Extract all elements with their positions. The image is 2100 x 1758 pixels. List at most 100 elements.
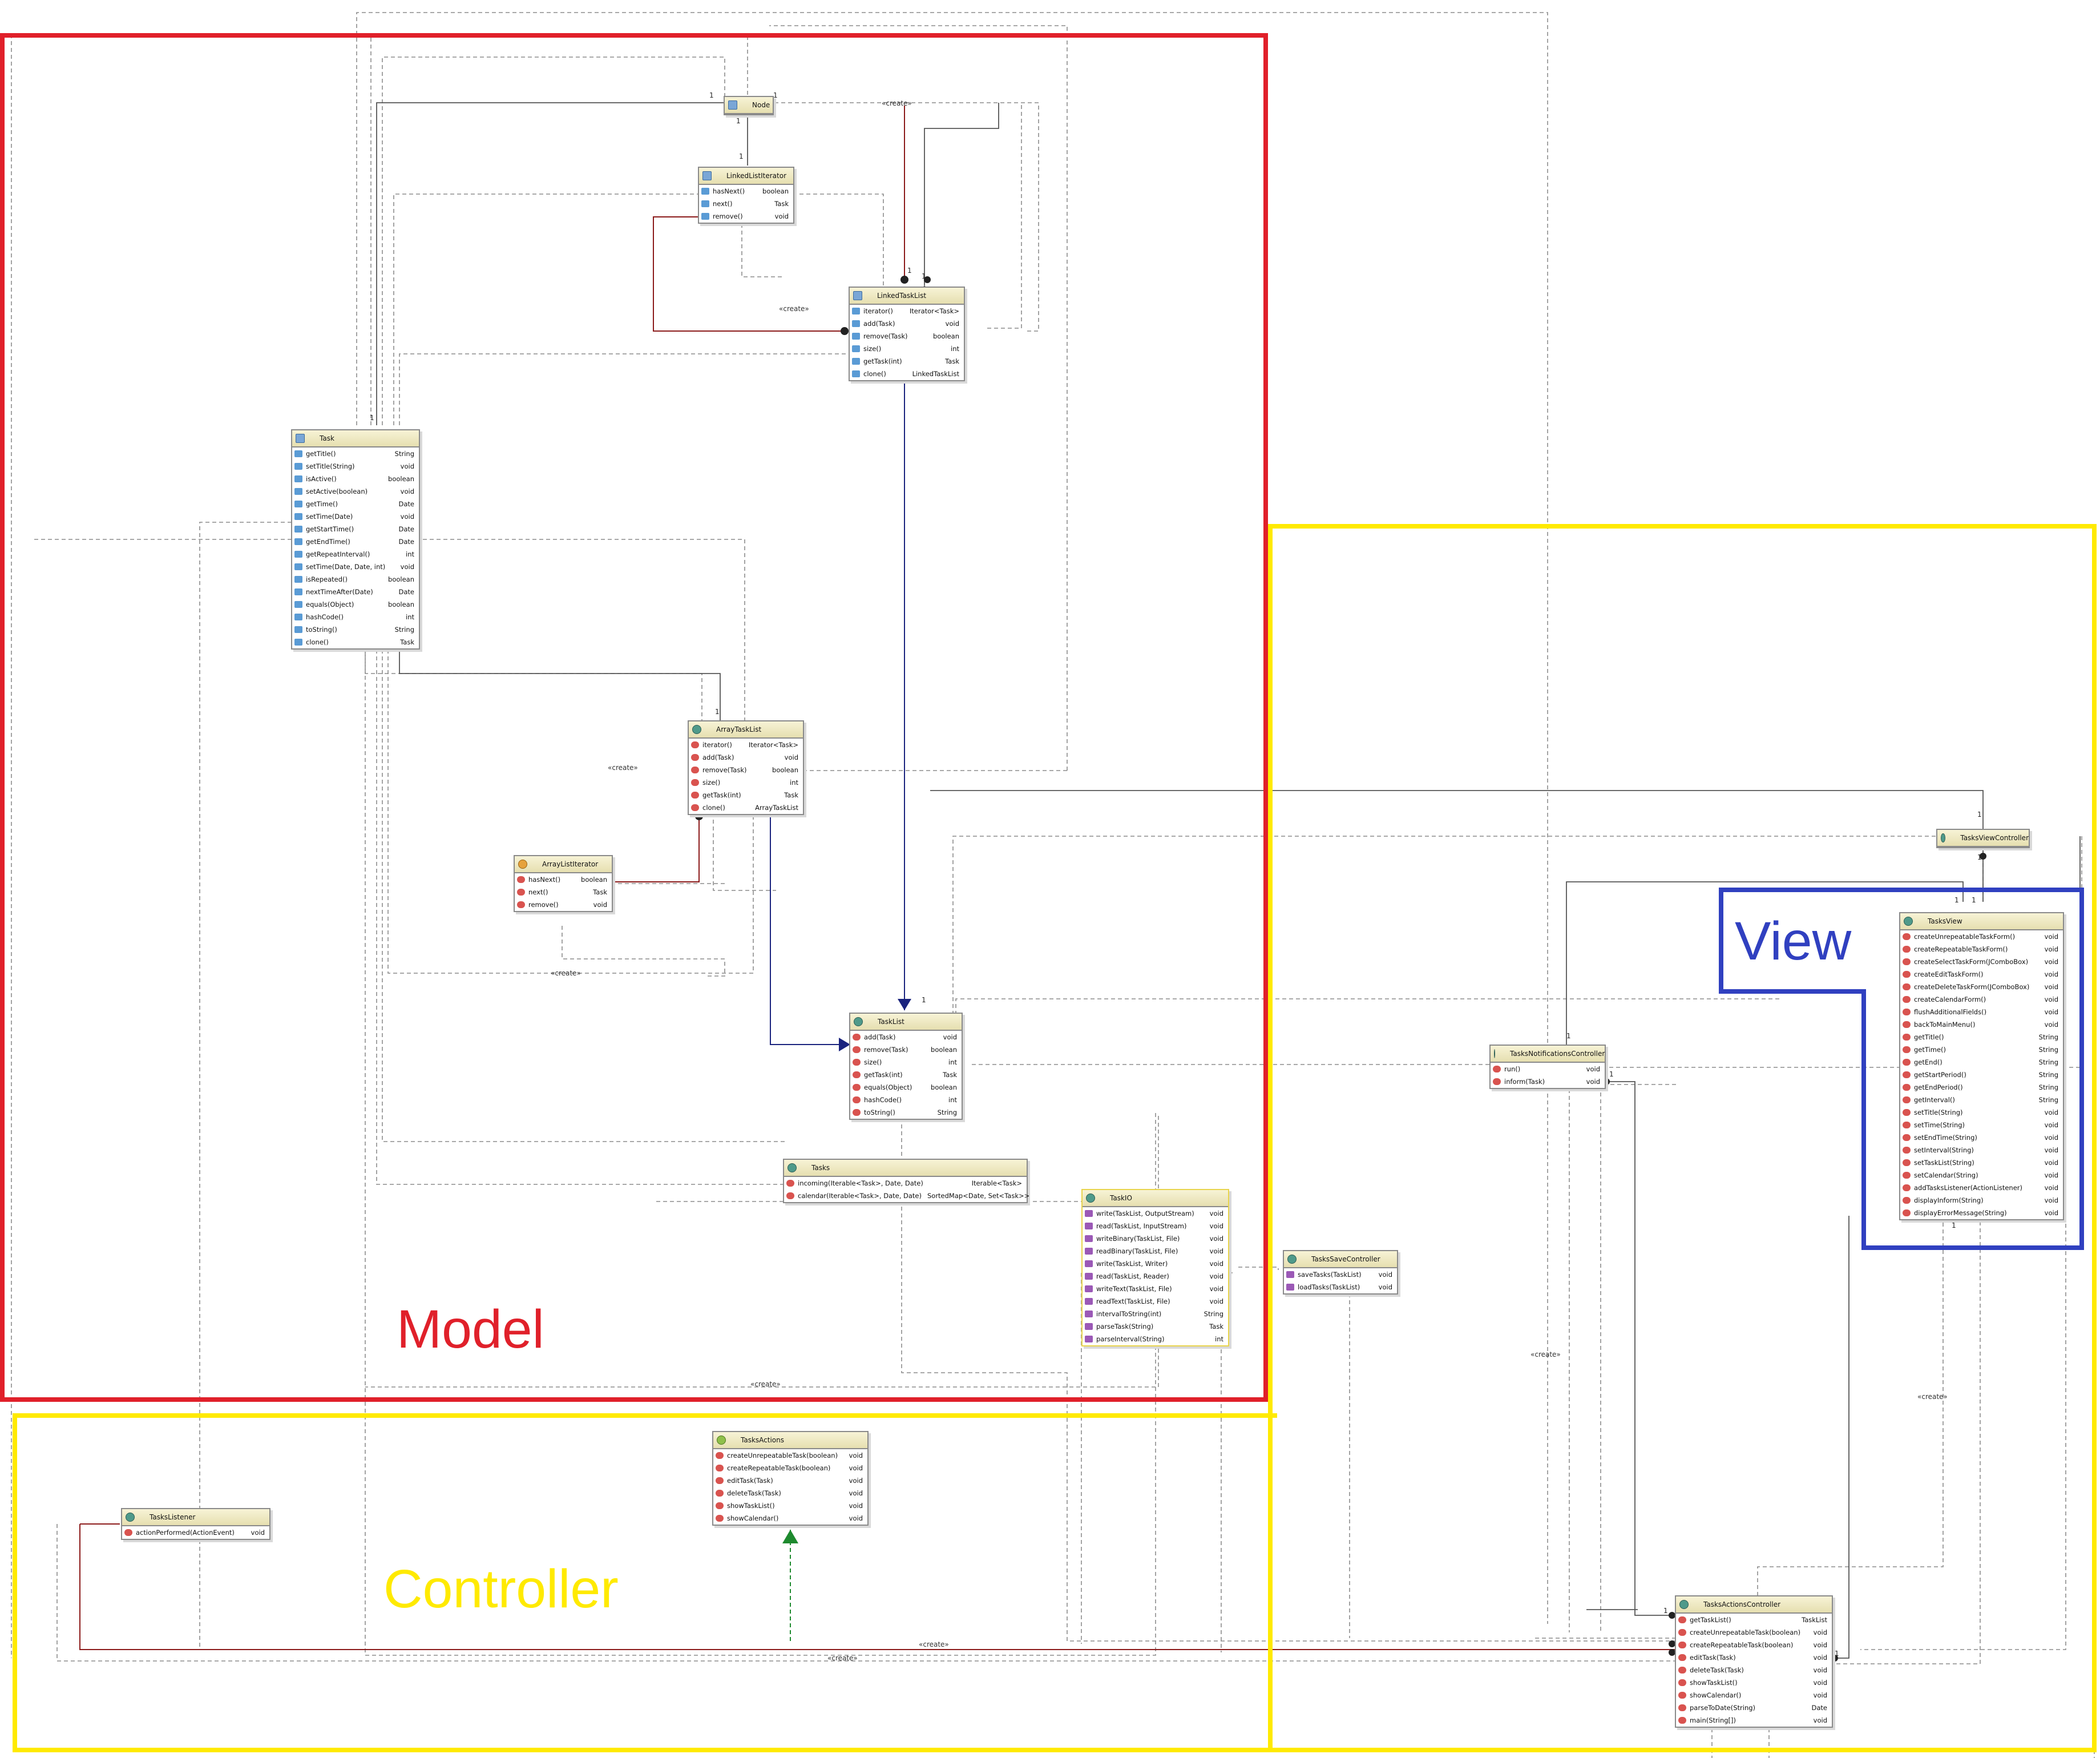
method-row[interactable]: deleteTask(Task)void xyxy=(713,1487,867,1499)
method-row[interactable]: remove()void xyxy=(515,898,612,911)
method-row[interactable]: getTask(int)Task xyxy=(850,355,964,368)
method-row[interactable]: write(TaskList, Writer)void xyxy=(1083,1257,1228,1270)
method-row[interactable]: add(Task)void xyxy=(689,751,803,764)
method-row[interactable]: hashCode()int xyxy=(292,611,419,623)
method-row[interactable]: size()int xyxy=(850,1056,962,1068)
method-row[interactable]: isRepeated()boolean xyxy=(292,573,419,586)
method-row[interactable]: setTime(Date)void xyxy=(292,510,419,523)
method-row[interactable]: add(Task)void xyxy=(850,317,964,330)
method-row[interactable]: inform(Task)void xyxy=(1491,1075,1605,1088)
method-row[interactable]: editTask(Task)void xyxy=(713,1474,867,1487)
method-row[interactable]: add(Task)void xyxy=(850,1031,962,1043)
method-row[interactable]: deleteTask(Task)void xyxy=(1676,1664,1832,1676)
method-row[interactable]: createUnrepeatableTaskForm()void xyxy=(1900,930,2063,943)
method-row[interactable]: editTask(Task)void xyxy=(1676,1651,1832,1664)
method-row[interactable]: getTitle()String xyxy=(292,447,419,460)
method-row[interactable]: incoming(Iterable<Task>, Date, Date)Iter… xyxy=(784,1177,1027,1190)
method-row[interactable]: getTaskList()TaskList xyxy=(1676,1614,1832,1626)
method-row[interactable]: createCalendarForm()void xyxy=(1900,993,2063,1006)
method-row[interactable]: getEndPeriod()String xyxy=(1900,1081,2063,1094)
method-row[interactable]: getTime()String xyxy=(1900,1043,2063,1056)
method-row[interactable]: getRepeatInterval()int xyxy=(292,548,419,561)
method-row[interactable]: equals(Object)boolean xyxy=(850,1081,962,1094)
method-row[interactable]: hasNext()boolean xyxy=(699,185,793,197)
method-row[interactable]: clone()Task xyxy=(292,636,419,648)
method-row[interactable]: parseTask(String)Task xyxy=(1083,1320,1228,1333)
method-row[interactable]: run()void xyxy=(1491,1063,1605,1075)
method-row[interactable]: getTask(int)Task xyxy=(689,789,803,801)
method-row[interactable]: intervalToString(int)String xyxy=(1083,1308,1228,1320)
method-row[interactable]: actionPerformed(ActionEvent)void xyxy=(122,1526,269,1539)
method-row[interactable]: setActive(boolean)void xyxy=(292,485,419,498)
class-node[interactable]: Node xyxy=(724,96,774,115)
method-row[interactable]: createUnrepeatableTask(boolean)void xyxy=(1676,1626,1832,1639)
method-row[interactable]: getTime()Date xyxy=(292,498,419,510)
method-row[interactable]: equals(Object)boolean xyxy=(292,598,419,611)
method-row[interactable]: addTasksListener(ActionListener)void xyxy=(1900,1182,2063,1194)
method-row[interactable]: remove(Task)boolean xyxy=(850,330,964,342)
method-row[interactable]: main(String[])void xyxy=(1676,1714,1832,1727)
method-row[interactable]: createEditTaskForm()void xyxy=(1900,968,2063,981)
method-row[interactable]: remove(Task)boolean xyxy=(850,1043,962,1056)
method-row[interactable]: remove(Task)boolean xyxy=(689,764,803,776)
method-row[interactable]: setTime(Date, Date, int)void xyxy=(292,561,419,573)
method-row[interactable]: hasNext()boolean xyxy=(515,873,612,886)
method-row[interactable]: getEndTime()Date xyxy=(292,535,419,548)
method-row[interactable]: size()int xyxy=(850,342,964,355)
method-row[interactable]: next()Task xyxy=(699,197,793,210)
method-row[interactable]: readText(TaskList, File)void xyxy=(1083,1295,1228,1308)
method-row[interactable]: showTaskList()void xyxy=(1676,1676,1832,1689)
method-row[interactable]: next()Task xyxy=(515,886,612,898)
method-row[interactable]: createRepeatableTaskForm()void xyxy=(1900,943,2063,955)
method-row[interactable]: nextTimeAfter(Date)Date xyxy=(292,586,419,598)
method-row[interactable]: getTitle()String xyxy=(1900,1031,2063,1043)
method-row[interactable]: displayErrorMessage(String)void xyxy=(1900,1207,2063,1219)
method-row[interactable]: size()int xyxy=(689,776,803,789)
method-row[interactable]: getEnd()String xyxy=(1900,1056,2063,1068)
method-row[interactable]: read(TaskList, InputStream)void xyxy=(1083,1220,1228,1232)
method-row[interactable]: clone()LinkedTaskList xyxy=(850,368,964,380)
method-row[interactable]: setTitle(String)void xyxy=(292,460,419,473)
method-row[interactable]: parseToDate(String)Date xyxy=(1676,1701,1832,1714)
method-row[interactable]: showCalendar()void xyxy=(713,1512,867,1525)
method-row[interactable]: remove()void xyxy=(699,210,793,223)
method-row[interactable]: setCalendar(String)void xyxy=(1900,1169,2063,1182)
method-row[interactable]: getStartPeriod()String xyxy=(1900,1068,2063,1081)
method-row[interactable]: createRepeatableTask(boolean)void xyxy=(1676,1639,1832,1651)
method-row[interactable]: setEndTime(String)void xyxy=(1900,1131,2063,1144)
method-row[interactable]: createRepeatableTask(boolean)void xyxy=(713,1462,867,1474)
method-row[interactable]: displayInform(String)void xyxy=(1900,1194,2063,1207)
method-row[interactable]: readBinary(TaskList, File)void xyxy=(1083,1245,1228,1257)
method-row[interactable]: calendar(Iterable<Task>, Date, Date)Sort… xyxy=(784,1190,1029,1202)
method-row[interactable]: createDeleteTaskForm(JComboBox)void xyxy=(1900,981,2063,993)
method-row[interactable]: getInterval()String xyxy=(1900,1094,2063,1106)
method-row[interactable]: isActive()boolean xyxy=(292,473,419,485)
method-row[interactable]: parseInterval(String)int xyxy=(1083,1333,1228,1345)
method-row[interactable]: loadTasks(TaskList)void xyxy=(1284,1281,1397,1293)
method-row[interactable]: createUnrepeatableTask(boolean)void xyxy=(713,1449,867,1462)
method-row[interactable]: writeText(TaskList, File)void xyxy=(1083,1283,1228,1295)
method-row[interactable]: setTitle(String)void xyxy=(1900,1106,2063,1119)
method-row[interactable]: setTaskList(String)void xyxy=(1900,1156,2063,1169)
method-row[interactable]: toString()String xyxy=(850,1106,962,1119)
method-row[interactable]: getTask(int)Task xyxy=(850,1068,962,1081)
method-row[interactable]: hashCode()int xyxy=(850,1094,962,1106)
method-row[interactable]: showTaskList()void xyxy=(713,1499,867,1512)
method-row[interactable]: backToMainMenu()void xyxy=(1900,1018,2063,1031)
method-row[interactable]: flushAdditionalFields()void xyxy=(1900,1006,2063,1018)
method-row[interactable]: createSelectTaskForm(JComboBox)void xyxy=(1900,955,2063,968)
method-row[interactable]: iterator()Iterator<Task> xyxy=(689,739,803,751)
